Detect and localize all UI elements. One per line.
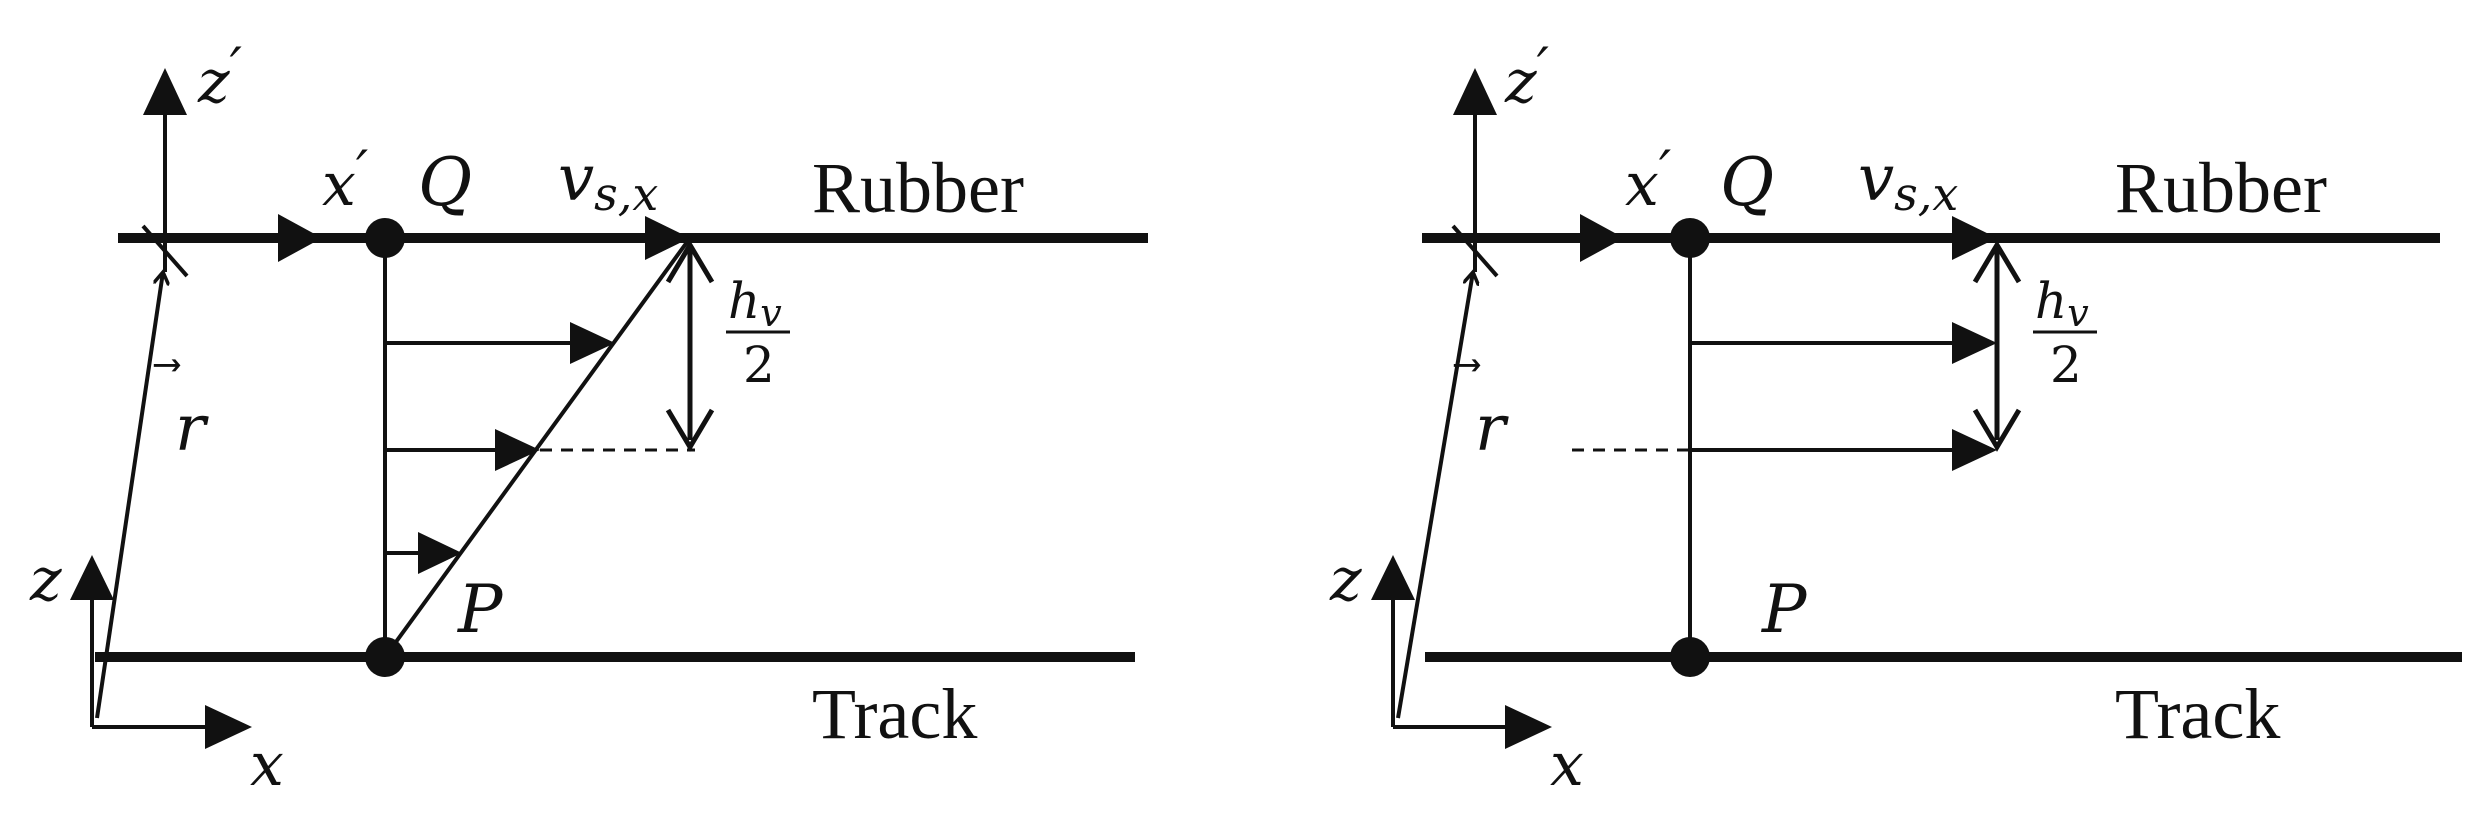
point-q xyxy=(365,218,405,258)
point-p-label: P xyxy=(1761,571,1808,648)
point-p xyxy=(1670,637,1710,677)
vector-arrow-mark: ⃗ xyxy=(153,359,181,372)
axis-z-prime-label: z xyxy=(197,47,230,117)
velocity-label: v xyxy=(558,142,594,216)
track-label: Track xyxy=(2115,674,2280,754)
point-q-label: Q xyxy=(1720,144,1774,221)
z-prime-axis-arrow-icon xyxy=(1453,68,1497,115)
x-axis-arrow-icon xyxy=(205,705,252,749)
panel-left: z′ x′ Q vs,x Rubber Track P x z r ⃗ hv 2 xyxy=(29,36,1148,800)
velocity-profile-line xyxy=(383,236,692,659)
panel-right: z′ x′ Q vs,x Rubber Track P x z r ⃗ hv 2 xyxy=(1329,36,2462,800)
x-prime-axis-arrow-icon xyxy=(278,214,322,262)
velocity-arrow-2-head-icon xyxy=(1952,429,1997,471)
z-prime-axis-arrow-icon xyxy=(143,68,187,115)
axis-x-label: x xyxy=(250,730,284,800)
axis-z-prime-label: z xyxy=(1504,47,1537,117)
svg-text:hv: hv xyxy=(2035,272,2089,335)
velocity-label: v xyxy=(1858,142,1894,216)
half-height-bottom-chevron-icon xyxy=(1972,408,2022,452)
svg-text:z′: z′ xyxy=(197,36,242,117)
moving-frame-origin-tick xyxy=(1451,224,1499,278)
prime-mark: ′ xyxy=(230,36,242,99)
velocity-arrow-1-head-icon xyxy=(1952,322,1997,364)
svg-text:x′: x′ xyxy=(1625,139,1671,220)
prime-mark: ′ xyxy=(1659,139,1671,202)
half-height-h: h xyxy=(728,272,760,330)
velocity-arrow-3-head-icon xyxy=(418,532,462,574)
position-vector-r xyxy=(1396,272,1473,719)
half-height-top-chevron-icon xyxy=(1972,240,2022,284)
half-height-bottom-chevron-icon xyxy=(665,408,715,452)
svg-text:x′: x′ xyxy=(322,139,368,220)
rubber-label: Rubber xyxy=(2115,148,2327,228)
prime-mark: ′ xyxy=(356,139,368,202)
svg-text:z′: z′ xyxy=(1504,36,1549,117)
track-label: Track xyxy=(812,674,977,754)
velocity-subscript: s,x xyxy=(1894,167,1958,221)
velocity-arrow-1-head-icon xyxy=(570,322,615,364)
point-p xyxy=(365,637,405,677)
half-height-sub: v xyxy=(2067,291,2089,335)
point-p-label: P xyxy=(457,571,504,648)
velocity-arrow-top-head-icon xyxy=(645,216,690,260)
half-height-h: h xyxy=(2035,272,2067,330)
half-height-denominator: 2 xyxy=(743,336,775,394)
x-axis-arrow-icon xyxy=(1505,705,1552,749)
point-q-label: Q xyxy=(418,144,472,221)
half-height-sub: v xyxy=(760,291,782,335)
half-height-top-chevron-icon xyxy=(665,240,715,284)
position-vector-label: r xyxy=(1475,392,1509,466)
velocity-arrow-2-head-icon xyxy=(495,429,540,471)
rubber-label: Rubber xyxy=(812,148,1024,228)
z-axis-arrow-icon xyxy=(70,555,114,600)
velocity-subscript: s,x xyxy=(594,167,658,221)
position-vector-label: r xyxy=(175,392,209,466)
x-prime-axis-arrow-icon xyxy=(1580,214,1624,262)
axis-x-prime-label: x xyxy=(1625,150,1659,220)
axis-x-prime-label: x xyxy=(322,150,356,220)
svg-text:vs,x: vs,x xyxy=(558,142,658,221)
axis-z-label: z xyxy=(1329,545,1362,615)
axis-z-label: z xyxy=(29,545,62,615)
prime-mark: ′ xyxy=(1537,36,1549,99)
z-axis-arrow-icon xyxy=(1371,555,1415,600)
axis-x-label: x xyxy=(1550,730,1584,800)
point-q xyxy=(1670,218,1710,258)
svg-text:vs,x: vs,x xyxy=(1858,142,1958,221)
velocity-arrow-top-head-icon xyxy=(1952,216,1997,260)
moving-frame-origin-tick xyxy=(141,224,189,278)
svg-text:hv: hv xyxy=(728,272,782,335)
half-height-denominator: 2 xyxy=(2050,336,2082,394)
position-vector-r xyxy=(95,272,163,719)
